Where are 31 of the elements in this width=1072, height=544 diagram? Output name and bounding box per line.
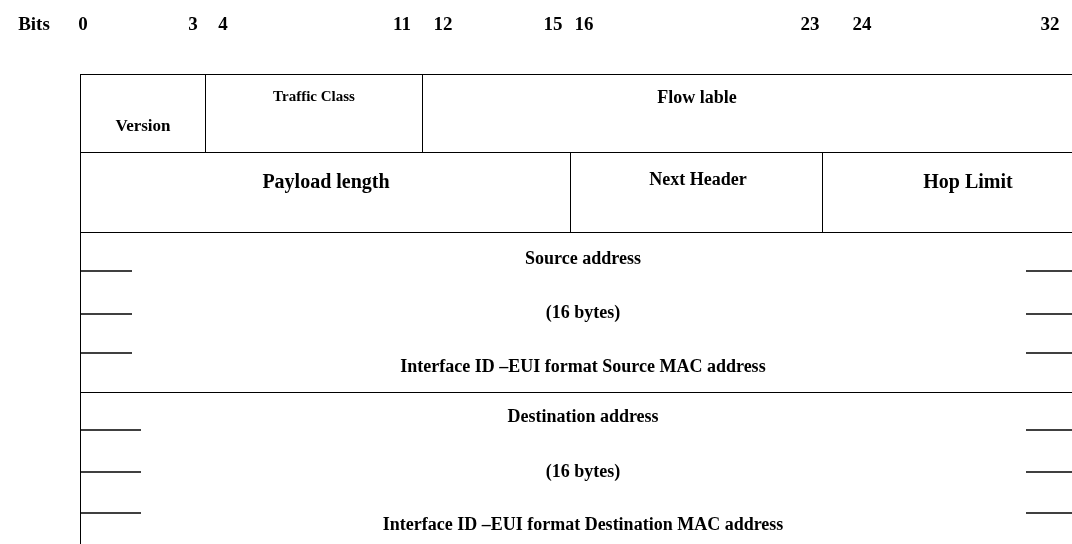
header-field <box>80 232 1072 394</box>
bit-number: 4 <box>218 13 228 35</box>
bit-number: 3 <box>188 13 198 35</box>
header-field <box>205 74 424 154</box>
bit-number: 24 <box>852 13 872 35</box>
field-label: Flow lable <box>657 88 737 108</box>
field-label: Payload length <box>262 170 390 192</box>
bit-number: 0 <box>78 13 88 35</box>
axis-title: Bits <box>18 13 50 35</box>
bit-number: 23 <box>800 13 820 35</box>
bit-number: 11 <box>393 13 411 35</box>
bit-number: 12 <box>433 13 453 35</box>
header-field <box>80 152 572 234</box>
field-label: (16 bytes) <box>545 462 621 482</box>
field-label: Destination address <box>507 407 659 427</box>
bit-number: 32 <box>1040 13 1060 35</box>
header-field <box>822 152 1072 234</box>
field-label: Version <box>115 116 171 136</box>
header-field <box>80 392 1072 544</box>
field-label: Source address <box>525 249 641 269</box>
header-field <box>422 74 1072 154</box>
field-label: Interface ID –EUI format Source MAC address <box>400 357 766 377</box>
field-label: Traffic Class <box>273 87 355 105</box>
bit-number: 15 <box>543 13 563 35</box>
bit-number: 16 <box>574 13 594 35</box>
field-label: Interface ID –EUI format Destination MAC address <box>382 515 784 535</box>
field-label: Hop Limit <box>923 170 1013 192</box>
header-field <box>80 74 207 154</box>
field-label: Next Header <box>649 170 747 190</box>
header-field <box>570 152 824 234</box>
field-label: (16 bytes) <box>545 303 621 323</box>
